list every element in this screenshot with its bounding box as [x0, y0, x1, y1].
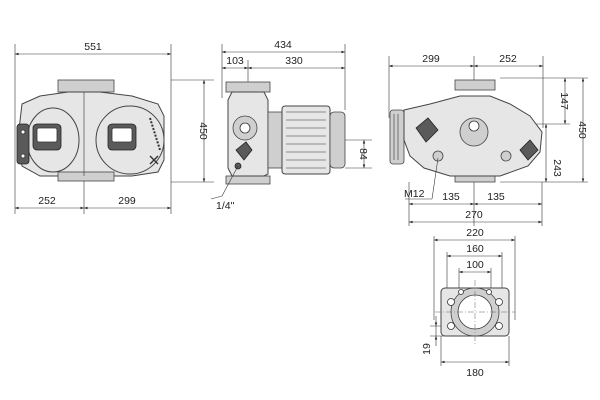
motor-stator — [281, 105, 331, 175]
foot-view: 220 160 100 19 180 — [421, 227, 516, 379]
dim-lower-height: 243 — [551, 159, 563, 177]
dim-flange-offset: 103 — [226, 55, 244, 67]
top-flange — [225, 81, 271, 93]
bolt-hole-icon — [495, 322, 503, 330]
cooling-fins — [286, 111, 326, 169]
bolt-hole-icon — [486, 289, 492, 295]
left-motor-head — [16, 107, 80, 173]
dim-motor-length: 330 — [285, 55, 303, 67]
dim-foot-total: 270 — [465, 209, 483, 221]
right-view: 299 252 147 450 243 M12 135 135 270 — [388, 53, 588, 226]
valve-handle — [519, 139, 539, 161]
display-screen — [36, 127, 58, 143]
drain-plug-icon — [432, 150, 444, 162]
bolt-hole-icon — [458, 289, 464, 295]
bolt-hole-icon — [447, 322, 455, 330]
dim-thickness: 19 — [421, 343, 433, 355]
bottom-flange — [57, 171, 115, 182]
bottom-flange — [225, 175, 271, 185]
display-screen — [111, 127, 133, 143]
screw-icon — [20, 153, 26, 159]
dim-motor-offset: 84 — [357, 148, 369, 160]
dim-height: 450 — [197, 122, 209, 140]
flange-bore — [457, 294, 493, 330]
dim-outer-width: 220 — [466, 227, 484, 239]
leader-line — [210, 195, 223, 200]
motor-end-cap — [329, 111, 346, 169]
leader-line — [221, 165, 239, 197]
right-motor-head — [95, 105, 165, 175]
bolt-hole-icon — [468, 120, 480, 132]
dim-total-height: 450 — [576, 121, 588, 139]
shaft-icon — [239, 122, 251, 134]
motor-end-face — [389, 109, 405, 165]
dim-total-length: 434 — [274, 39, 292, 51]
dim-left-foot: 135 — [442, 191, 460, 203]
valve-handle — [235, 141, 253, 161]
thread-label: 1/4" — [216, 200, 235, 212]
dim-total-width: 551 — [84, 41, 102, 53]
dim-right: 252 — [499, 53, 517, 65]
valve-handle — [415, 117, 439, 143]
dim-left-width: 252 — [38, 195, 56, 207]
side-view: 434 103 330 84 1/4" — [210, 39, 372, 212]
terminal-box — [16, 123, 30, 165]
bolt-label: M12 — [404, 188, 425, 200]
dim-base-width: 180 — [466, 367, 484, 379]
bolt-hole-icon — [495, 298, 503, 306]
front-view: 551 252 299 450 — [14, 41, 214, 214]
dim-mid-width: 160 — [466, 243, 484, 255]
motor-adapter — [267, 111, 283, 169]
dim-left: 299 — [422, 53, 440, 65]
dim-upper-height: 147 — [558, 92, 570, 110]
drain-plug-icon — [500, 150, 512, 162]
dim-inner-width: 100 — [466, 259, 484, 271]
housing-boss — [459, 117, 489, 147]
screw-icon — [20, 129, 26, 135]
top-flange — [57, 79, 115, 93]
dim-right-foot: 135 — [487, 191, 505, 203]
dim-right-width: 299 — [118, 195, 136, 207]
leader-line — [431, 157, 439, 200]
grundfos-logo-icon — [149, 155, 159, 165]
top-flange — [454, 79, 496, 91]
bolt-hole-icon — [447, 298, 455, 306]
